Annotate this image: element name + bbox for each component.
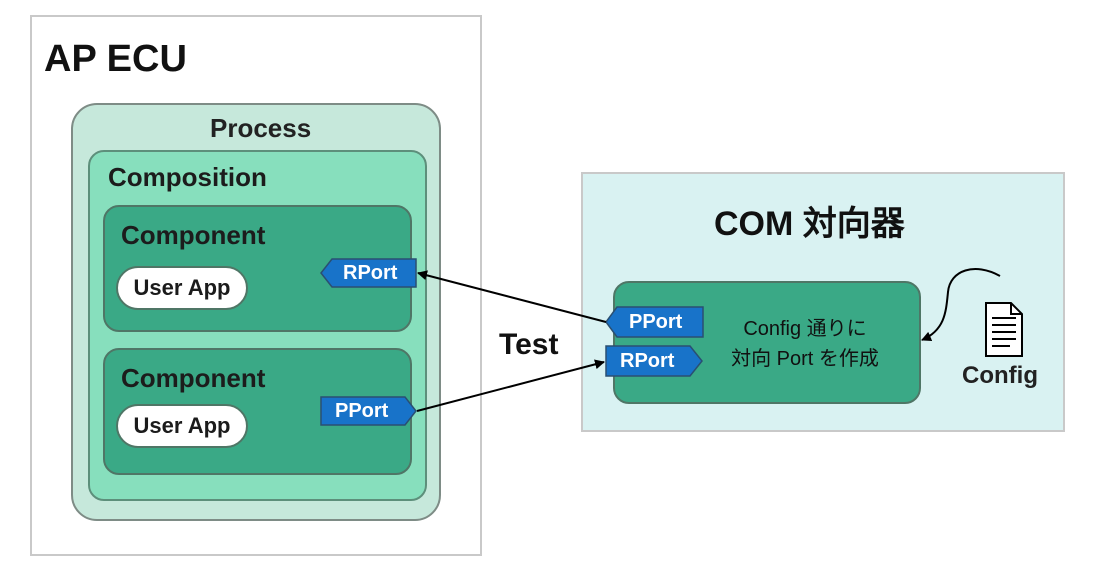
component-1-rport-label: RPort	[343, 262, 398, 284]
arrow-pport-to-com-rport	[416, 359, 605, 412]
com-port-creator-box	[613, 281, 921, 404]
document-icon	[985, 302, 1023, 357]
test-link-label: Test	[499, 328, 559, 361]
com-rport-label: RPort	[620, 350, 675, 372]
com-rport-shape	[605, 345, 703, 377]
arrow-config-to-creator	[921, 268, 1001, 341]
user-app-1: User App	[116, 266, 248, 310]
com-description: Config 通りに 対向 Port を作成	[700, 314, 910, 374]
process-title: Process	[210, 113, 312, 143]
component-title-2: Component	[121, 363, 266, 393]
com-description-line-1: Config 通りに	[743, 318, 867, 340]
com-description-line-2: 対向 Port を作成	[731, 348, 879, 370]
com-title: COM 対向器	[714, 205, 905, 243]
com-pport-label: PPort	[629, 311, 683, 333]
component-title-1: Component	[121, 220, 266, 250]
config-label: Config	[962, 362, 1038, 389]
component-2-pport-label: PPort	[335, 400, 389, 422]
com-pport-shape	[605, 306, 704, 338]
composition-title: Composition	[108, 162, 267, 192]
ap-ecu-title: AP ECU	[44, 38, 187, 80]
user-app-2: User App	[116, 404, 248, 448]
component-1-rport-shape	[320, 258, 417, 288]
arrow-pport-to-rport	[417, 270, 607, 323]
component-2-pport-shape	[320, 396, 417, 426]
